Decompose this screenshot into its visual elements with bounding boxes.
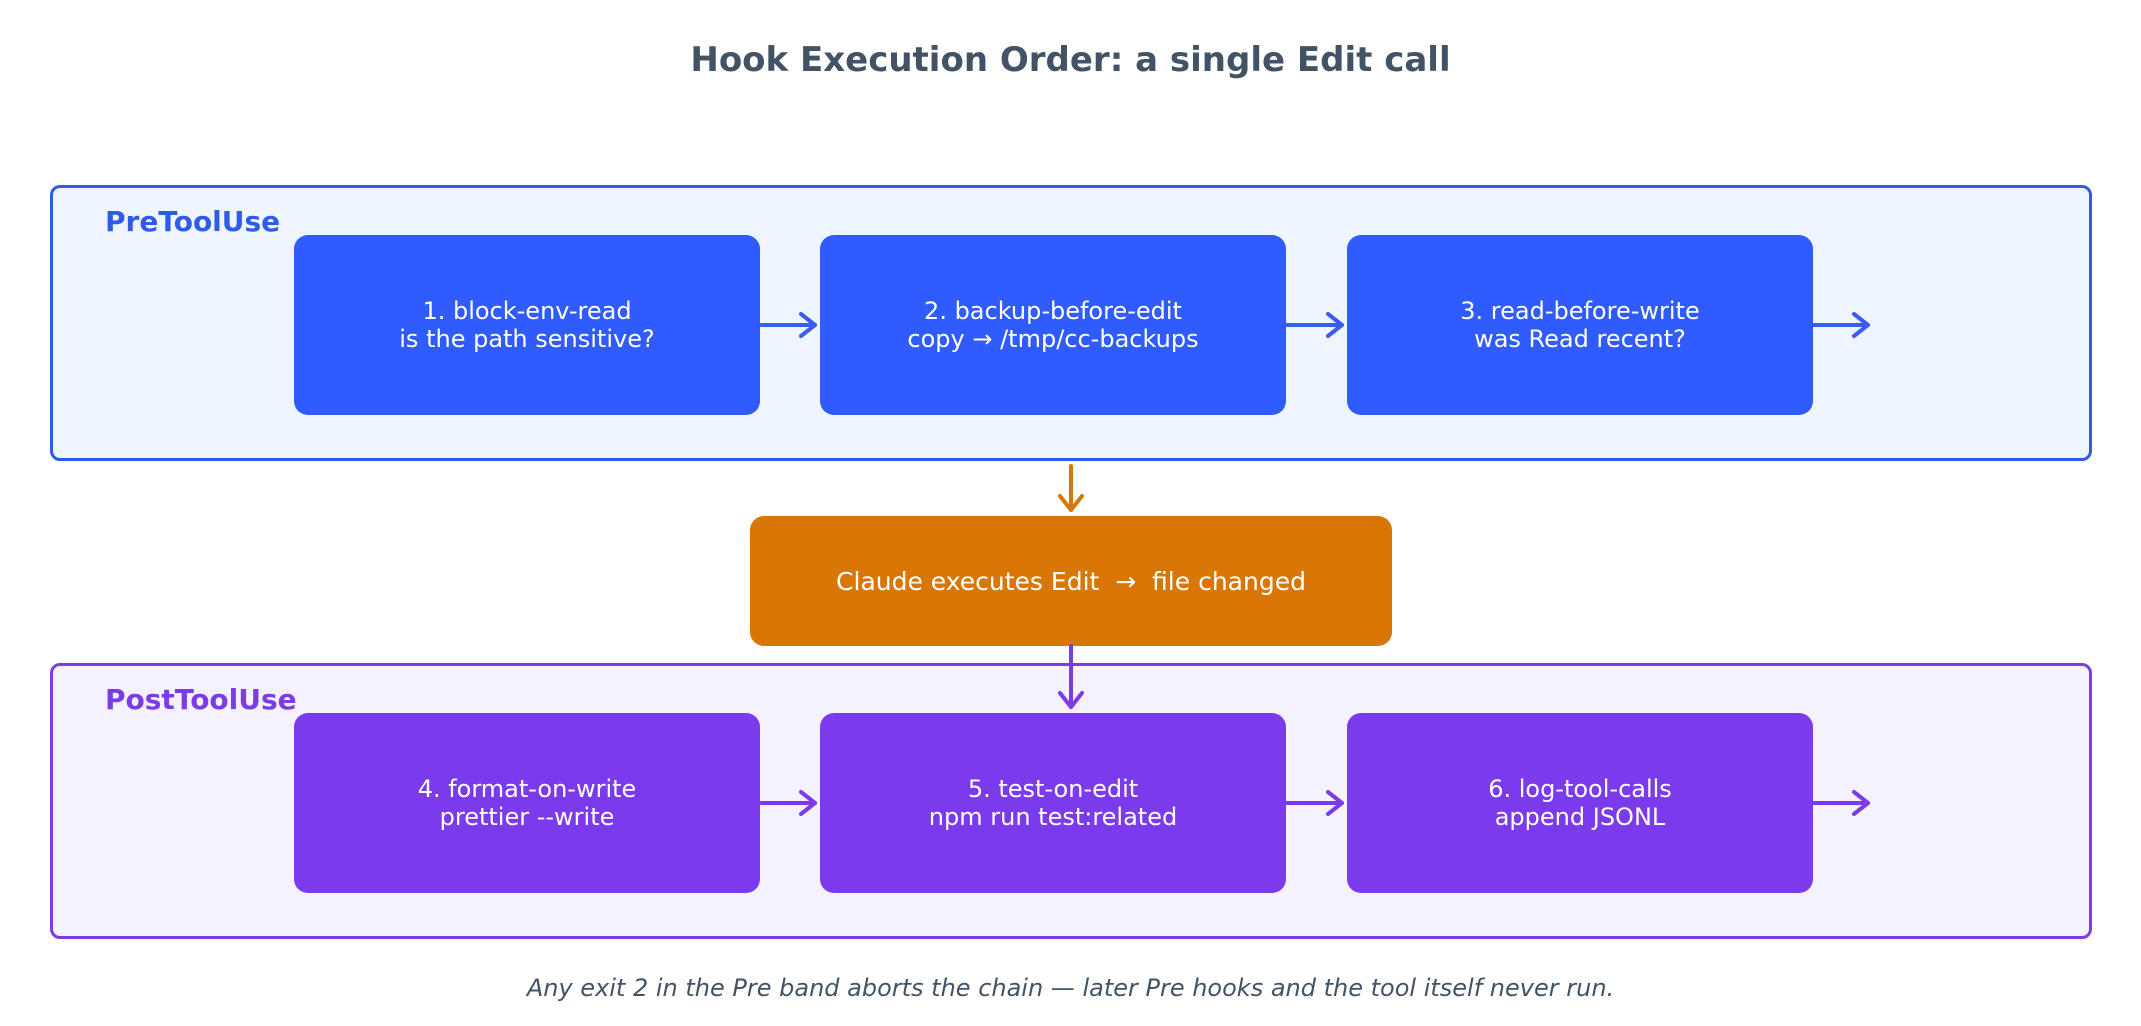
- arrow-pre-1-2: [759, 312, 817, 338]
- execute-edit-box: Claude executes Edit → file changed: [750, 516, 1392, 646]
- hook-node-title: 6. log-tool-calls: [1488, 775, 1672, 803]
- arrow-execute-to-post: [1058, 644, 1084, 709]
- hook-node-title: 3. read-before-write: [1460, 297, 1700, 325]
- hook-node-backup-before-edit: 2. backup-before-edit copy → /tmp/cc-bac…: [820, 235, 1286, 415]
- hook-node-test-on-edit: 5. test-on-edit npm run test:related: [820, 713, 1286, 893]
- hook-node-title: 5. test-on-edit: [967, 775, 1139, 803]
- arrow-post-5-6: [1285, 790, 1344, 816]
- hook-node-title: 1. block-env-read: [422, 297, 632, 325]
- hook-node-subtitle: append JSONL: [1494, 803, 1666, 831]
- hook-node-read-before-write: 3. read-before-write was Read recent?: [1347, 235, 1813, 415]
- hook-node-log-tool-calls: 6. log-tool-calls append JSONL: [1347, 713, 1813, 893]
- arrow-pre-2-3: [1285, 312, 1344, 338]
- hook-node-title: 4. format-on-write: [417, 775, 637, 803]
- posttooluse-label: PostToolUse: [105, 683, 297, 716]
- footnote: Any exit 2 in the Pre band aborts the ch…: [526, 974, 1615, 1002]
- hook-node-subtitle: was Read recent?: [1474, 325, 1686, 353]
- hook-node-subtitle: prettier --write: [439, 803, 615, 831]
- arrow-pre-out: [1812, 312, 1870, 338]
- arrow-post-out: [1812, 790, 1870, 816]
- pretooluse-label: PreToolUse: [105, 205, 281, 238]
- hook-node-subtitle: is the path sensitive?: [399, 325, 655, 353]
- hook-node-format-on-write: 4. format-on-write prettier --write: [294, 713, 760, 893]
- hook-node-block-env-read: 1. block-env-read is the path sensitive?: [294, 235, 760, 415]
- hook-node-subtitle: npm run test:related: [928, 803, 1178, 831]
- hook-node-title: 2. backup-before-edit: [924, 297, 1182, 325]
- diagram-title: Hook Execution Order: a single Edit call: [690, 40, 1451, 80]
- hook-node-subtitle: copy → /tmp/cc-backups: [907, 325, 1199, 353]
- arrow-pre-to-execute: [1058, 464, 1084, 512]
- arrow-post-4-5: [759, 790, 817, 816]
